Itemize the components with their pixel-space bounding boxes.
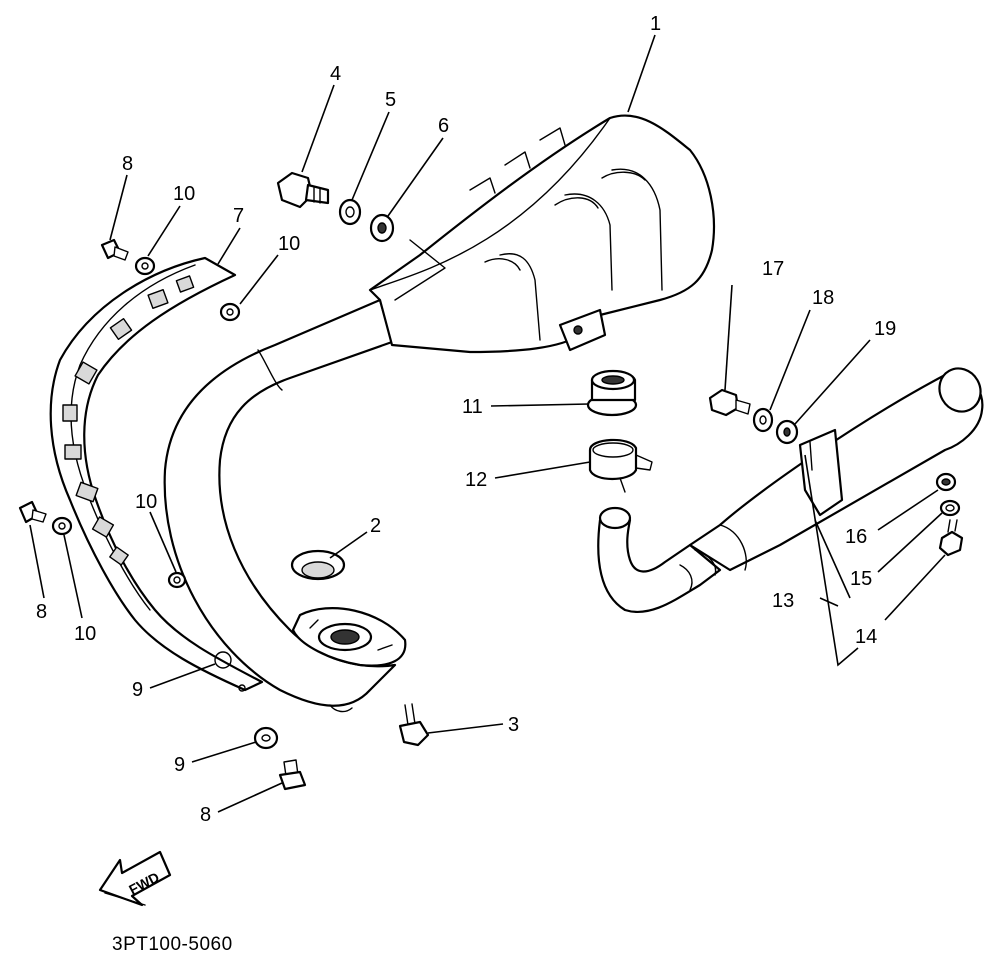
callout-5: 5 [385, 89, 396, 111]
lock-washer-5[interactable] [338, 198, 362, 226]
callout-14: 14 [855, 626, 877, 648]
callout-16: 16 [845, 526, 867, 548]
washer-9[interactable] [253, 726, 279, 750]
silencer-assembly[interactable] [597, 361, 988, 614]
forward-arrow-icon: FWD [98, 850, 172, 907]
callout-18: 18 [812, 287, 834, 309]
bolt-8-upper[interactable] [100, 238, 129, 261]
bolt-8-left[interactable] [18, 500, 47, 524]
bolt-8-lower[interactable] [278, 759, 307, 791]
callout-11: 11 [462, 396, 483, 418]
callout-8-left: 8 [36, 601, 47, 623]
callout-4: 4 [330, 63, 341, 85]
callout-labels: 1 2 3 4 5 6 7 8 10 10 8 10 10 9 9 8 11 1… [36, 13, 896, 826]
callout-7: 7 [233, 205, 244, 227]
callout-6: 6 [438, 115, 449, 137]
exhaust-pipe[interactable] [163, 298, 407, 713]
callout-8-upper: 8 [122, 153, 133, 175]
callout-9-upper: 9 [132, 679, 143, 701]
clamp-12[interactable] [588, 438, 653, 493]
bolt-4[interactable] [276, 171, 330, 209]
collar-10-lower[interactable] [167, 571, 187, 589]
callout-10-lower: 10 [135, 491, 157, 513]
callout-10-left: 10 [74, 623, 96, 645]
bolt-3[interactable] [398, 703, 430, 747]
washer-15[interactable] [939, 499, 961, 517]
bolt-17[interactable] [708, 388, 751, 417]
gasket-2[interactable] [290, 549, 346, 581]
callout-17: 17 [762, 258, 784, 280]
callout-15: 15 [850, 568, 872, 590]
heat-protector[interactable] [49, 256, 264, 692]
callout-9-lower: 9 [174, 754, 185, 776]
callout-10-upper: 10 [173, 183, 195, 205]
lock-washer-18[interactable] [752, 407, 774, 433]
collar-16[interactable] [935, 472, 957, 492]
callout-3: 3 [508, 714, 519, 736]
callout-19: 19 [874, 318, 896, 340]
callout-2: 2 [370, 515, 381, 537]
callout-1: 1 [650, 13, 661, 35]
callout-13: 13 [772, 590, 794, 612]
collar-10-left[interactable] [51, 516, 73, 536]
grommet-11[interactable] [586, 369, 638, 417]
callout-12: 12 [465, 469, 487, 491]
washer-6[interactable] [369, 213, 395, 243]
callout-8-lower: 8 [200, 804, 211, 826]
leader-lines [29, 34, 946, 813]
bolt-14[interactable] [938, 519, 964, 557]
washer-19[interactable] [775, 419, 799, 445]
diagram-code: 3PT100-5060 [112, 934, 233, 955]
collar-10-upper[interactable] [134, 256, 156, 276]
muffler-body[interactable] [368, 114, 715, 354]
collar-10-mid[interactable] [219, 302, 241, 322]
callout-10-mid: 10 [278, 233, 300, 255]
